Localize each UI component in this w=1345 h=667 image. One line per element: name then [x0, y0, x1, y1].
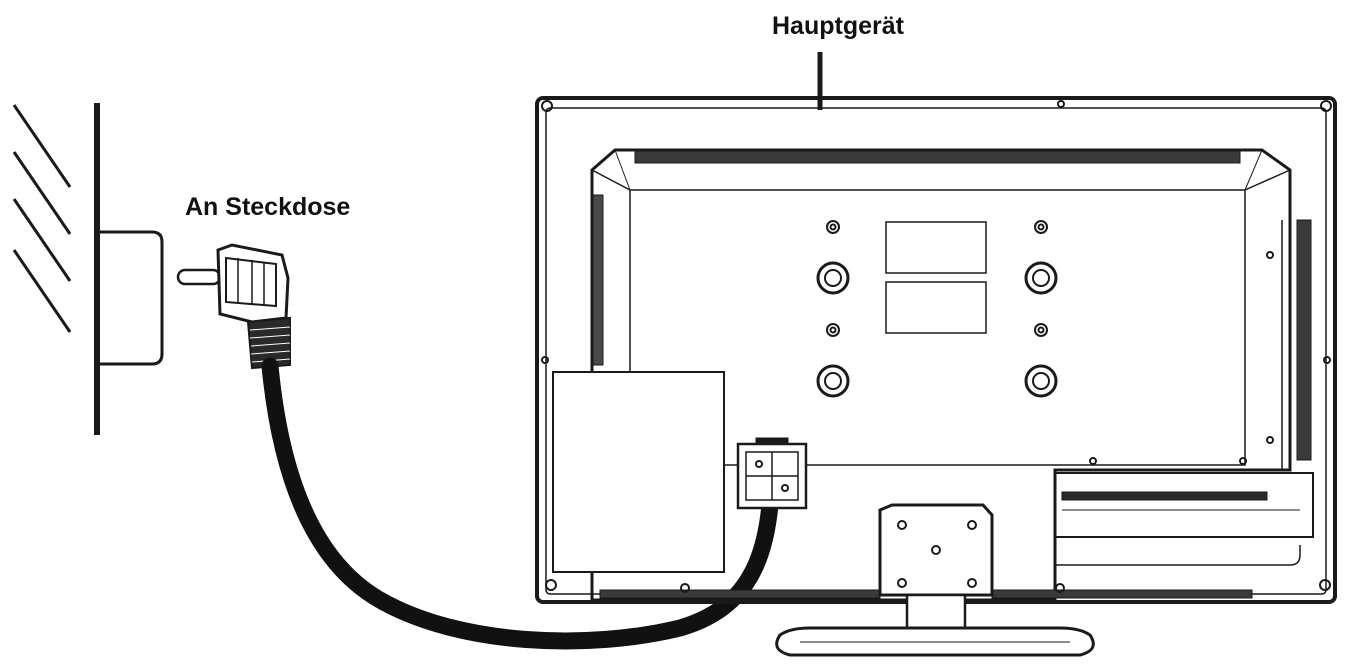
wall — [12, 103, 100, 435]
power-plug-icon — [176, 243, 291, 370]
power-cable — [261, 357, 781, 650]
main-unit-label: Hauptgerät — [772, 12, 904, 40]
wall-socket-icon — [100, 230, 164, 366]
tv-power-socket-icon — [736, 437, 808, 510]
to-socket-label: An Steckdose — [185, 193, 351, 221]
tv-rear-icon — [535, 52, 1337, 657]
